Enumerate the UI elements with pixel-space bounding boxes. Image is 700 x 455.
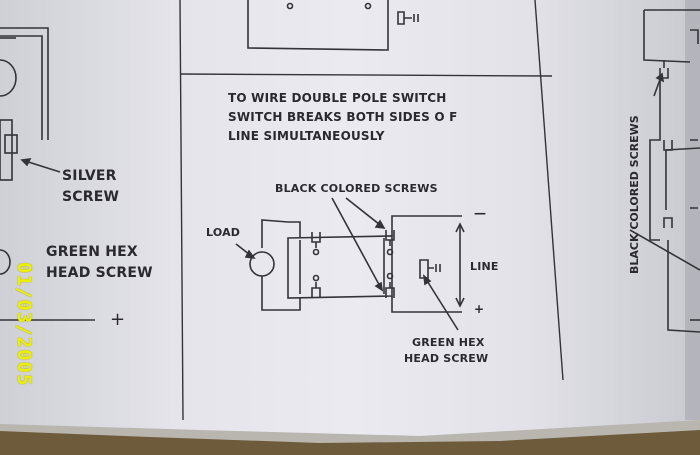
right-box-bottom — [667, 240, 700, 333]
screw-bottom-right — [385, 282, 395, 298]
black-screws-label: BLACK COLORED SCREWS — [275, 182, 438, 195]
left-switch-edge — [0, 119, 13, 181]
screw-dot-top-right — [386, 248, 394, 256]
date-stamp: 01/03/2005 — [13, 262, 35, 387]
top-switch-box — [247, 0, 389, 51]
screw-top-left — [311, 232, 321, 248]
screw-dot-top-left — [312, 248, 320, 256]
screw-dot-bottom-left — [312, 274, 320, 282]
green-hex-label-1: GREEN HEX — [412, 336, 485, 349]
right-screw-3 — [663, 217, 673, 228]
green-hex-screw — [419, 259, 441, 279]
minus-label: — — [474, 206, 487, 220]
plus-label: + — [474, 302, 485, 316]
instruction-line-1: TO WIRE DOUBLE POLE SWITCH — [228, 91, 447, 105]
instruction-line-3: LINE SIMULTANEOUSLY — [228, 129, 385, 143]
left-silver-label-1: SILVER — [62, 168, 117, 184]
left-silver-label-2: SCREW — [62, 189, 120, 205]
left-wire-2 — [0, 35, 43, 140]
black-screw-arrow-1 — [345, 197, 385, 229]
line-wire-bottom — [391, 296, 462, 313]
screw-bottom-left — [311, 282, 321, 298]
line-bracket-arrow-bottom — [455, 297, 465, 308]
line-wire-top — [391, 215, 462, 236]
panel-divider-left — [179, 0, 184, 421]
left-green-label-2: HEAD SCREW — [46, 265, 153, 281]
right-ticks — [690, 139, 698, 209]
right-screw-2 — [663, 140, 673, 151]
right-screw-1 — [659, 60, 669, 79]
top-screw-2 — [364, 2, 372, 10]
paper-edge-shadow — [0, 420, 700, 443]
left-silver-screw — [4, 134, 18, 154]
black-screw-arrow-2 — [331, 197, 383, 291]
top-hex-screw — [397, 11, 419, 25]
load-wire-top — [261, 219, 289, 248]
green-hex-label-2: HEAD SCREW — [404, 352, 489, 365]
screw-dot-bottom-right — [386, 272, 394, 280]
screw-top-right — [385, 230, 395, 246]
right-pointer — [629, 229, 700, 271]
table-surface — [0, 428, 700, 455]
top-screw-1 — [286, 2, 294, 10]
line-bracket-arrow-top — [455, 222, 465, 233]
right-wire-left — [649, 78, 661, 241]
load-wire-top-join — [288, 221, 301, 238]
load-wire-bottom — [261, 276, 301, 311]
right-box-top — [643, 10, 691, 63]
left-green-label-1: GREEN HEX — [46, 244, 138, 260]
panel-divider-right — [534, 0, 564, 381]
green-hex-arrow — [423, 275, 459, 331]
load-circle — [249, 251, 275, 277]
right-shadow — [685, 0, 700, 420]
right-wire-middle — [665, 147, 700, 210]
right-hex-screw — [690, 29, 699, 44]
left-silver-arrowhead — [20, 158, 32, 167]
switch-body — [287, 235, 393, 299]
panel-divider-horizontal — [179, 73, 553, 77]
right-black-screws-vertical: BLACK COLORED SCREWS — [628, 115, 641, 274]
load-label: LOAD — [206, 226, 241, 239]
instruction-line-2: SWITCH BREAKS BOTH SIDES O F — [228, 110, 458, 124]
left-load-arc — [0, 59, 17, 97]
line-label: LINE — [470, 260, 499, 273]
left-wire-1 — [0, 27, 49, 140]
left-load-bottom — [0, 249, 11, 275]
left-plus-label: + — [110, 309, 126, 330]
